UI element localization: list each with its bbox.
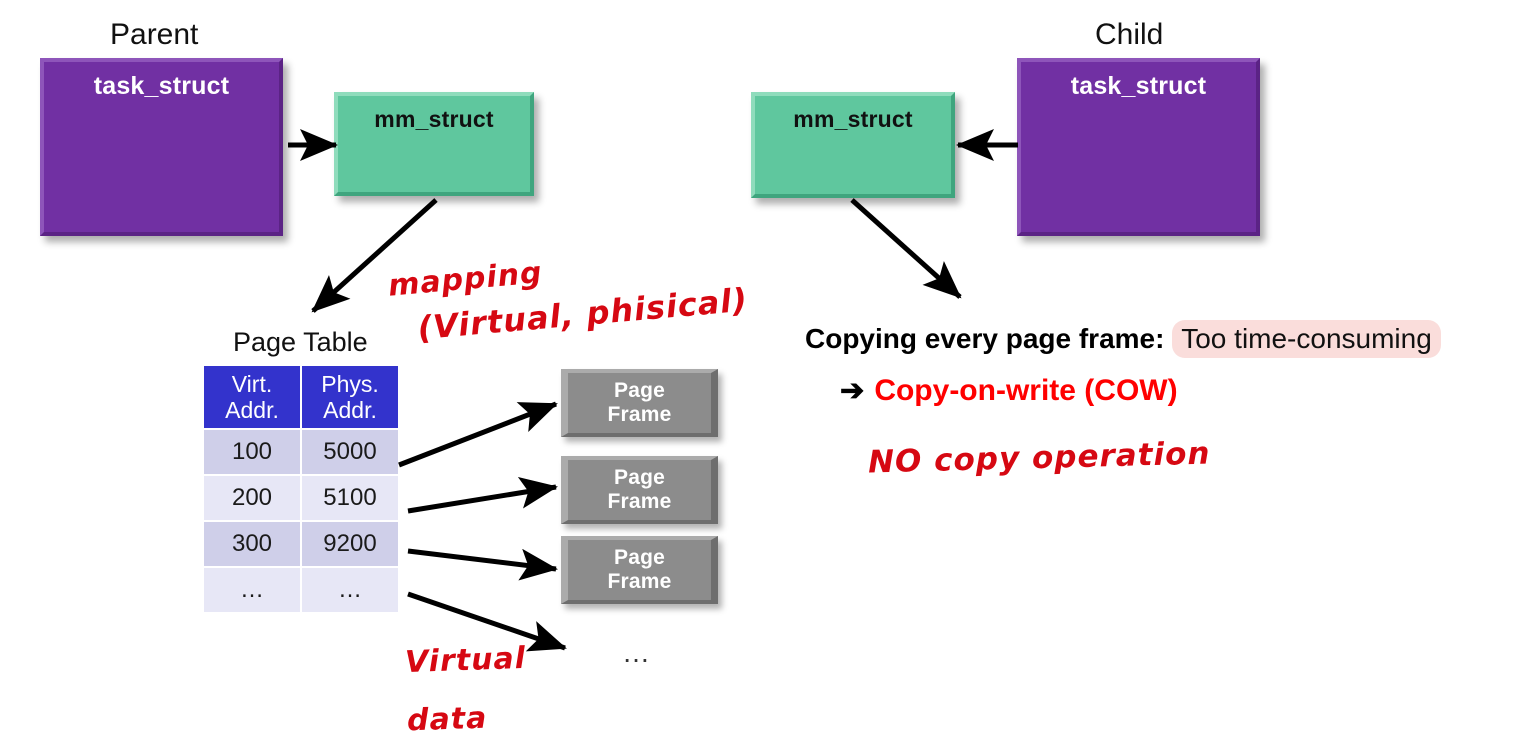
page-frame-box-3[interactable]: Page Frame bbox=[561, 536, 718, 604]
page-frames-ellipsis: … bbox=[622, 637, 653, 668]
page-table: Virt. Addr. Phys. Addr. 100 5000 200 510… bbox=[202, 364, 400, 614]
page-table-header-row: Virt. Addr. Phys. Addr. bbox=[204, 366, 398, 428]
child-mm-struct-box[interactable]: mm_struct bbox=[751, 92, 955, 198]
arrow-row3-to-frame3 bbox=[407, 548, 558, 581]
table-cell-phys: … bbox=[302, 568, 398, 612]
parent-mm-struct-box[interactable]: mm_struct bbox=[334, 92, 534, 196]
page-frame-label-1-line1: Page bbox=[614, 379, 665, 403]
table-cell-virt: 200 bbox=[204, 476, 300, 520]
page-frame-box-1[interactable]: Page Frame bbox=[561, 369, 718, 437]
page-table-header-virt-line2: Addr. bbox=[225, 397, 279, 423]
parent-mm-struct-label: mm_struct bbox=[374, 106, 494, 132]
child-mm-struct-label: mm_struct bbox=[793, 106, 913, 132]
table-cell-phys: 9200 bbox=[302, 522, 398, 566]
page-frame-label-2-line1: Page bbox=[614, 466, 665, 490]
table-cell-phys: 5100 bbox=[302, 476, 398, 520]
parent-task-struct-box[interactable]: task_struct bbox=[40, 58, 283, 236]
table-row[interactable]: 200 5100 bbox=[204, 476, 398, 520]
table-row[interactable]: 100 5000 bbox=[204, 430, 398, 474]
handwriting-no-copy-operation: NO copy operation bbox=[867, 435, 1211, 481]
cow-result-text: Copy-on-write (COW) bbox=[874, 374, 1178, 407]
parent-task-struct-label: task_struct bbox=[93, 72, 230, 100]
page-frame-box-2[interactable]: Page Frame bbox=[561, 456, 718, 524]
table-cell-virt: … bbox=[204, 568, 300, 612]
page-frame-label-1: Page Frame bbox=[607, 379, 671, 426]
cow-statement-bold: Copying every page frame: bbox=[805, 323, 1165, 354]
page-frame-label-3-line2: Frame bbox=[607, 570, 672, 593]
parent-caption: Parent bbox=[110, 18, 199, 51]
page-frame-label-3-line1: Page bbox=[614, 546, 665, 570]
page-table-header-phys: Phys. Addr. bbox=[302, 366, 398, 428]
page-table-header-phys-line1: Phys. bbox=[321, 370, 379, 397]
handwriting-virtual-line2: data bbox=[406, 700, 488, 739]
arrow-row4-to-more-frames bbox=[407, 591, 567, 652]
cow-statement-highlight: Too time-consuming bbox=[1172, 320, 1441, 358]
arrow-row1-to-frame1 bbox=[398, 401, 558, 468]
page-frame-label-2: Page Frame bbox=[607, 466, 671, 513]
table-cell-phys: 5000 bbox=[302, 430, 398, 474]
table-cell-virt: 300 bbox=[204, 522, 300, 566]
page-table-header-virt-line1: Virt. bbox=[231, 370, 273, 397]
arrow-child-mm-to-cow-text bbox=[850, 198, 962, 299]
table-row[interactable]: 300 9200 bbox=[204, 522, 398, 566]
page-frame-label-1-line2: Frame bbox=[607, 403, 672, 426]
child-task-struct-label: task_struct bbox=[1070, 72, 1207, 100]
table-cell-virt: 100 bbox=[204, 430, 300, 474]
page-table-header-virt: Virt. Addr. bbox=[204, 366, 300, 428]
table-row[interactable]: … … bbox=[204, 568, 398, 612]
child-caption: Child bbox=[1095, 18, 1164, 51]
page-table-title: Page Table bbox=[233, 327, 368, 357]
handwriting-virtual-line1: Virtual bbox=[404, 640, 527, 681]
page-frame-label-2-line2: Frame bbox=[607, 490, 672, 513]
page-frame-label-3: Page Frame bbox=[607, 546, 671, 593]
right-arrow-icon: ➔ bbox=[840, 375, 865, 407]
cow-statement: Copying every page frame: Too time-consu… bbox=[805, 320, 1441, 358]
child-task-struct-box[interactable]: task_struct bbox=[1017, 58, 1260, 236]
page-table-header-phys-line2: Addr. bbox=[323, 397, 377, 423]
handwriting-mapping-line1: mapping bbox=[386, 255, 544, 304]
cow-result-line: ➔ Copy-on-write (COW) bbox=[840, 373, 1178, 408]
arrow-row2-to-frame2 bbox=[407, 476, 558, 514]
